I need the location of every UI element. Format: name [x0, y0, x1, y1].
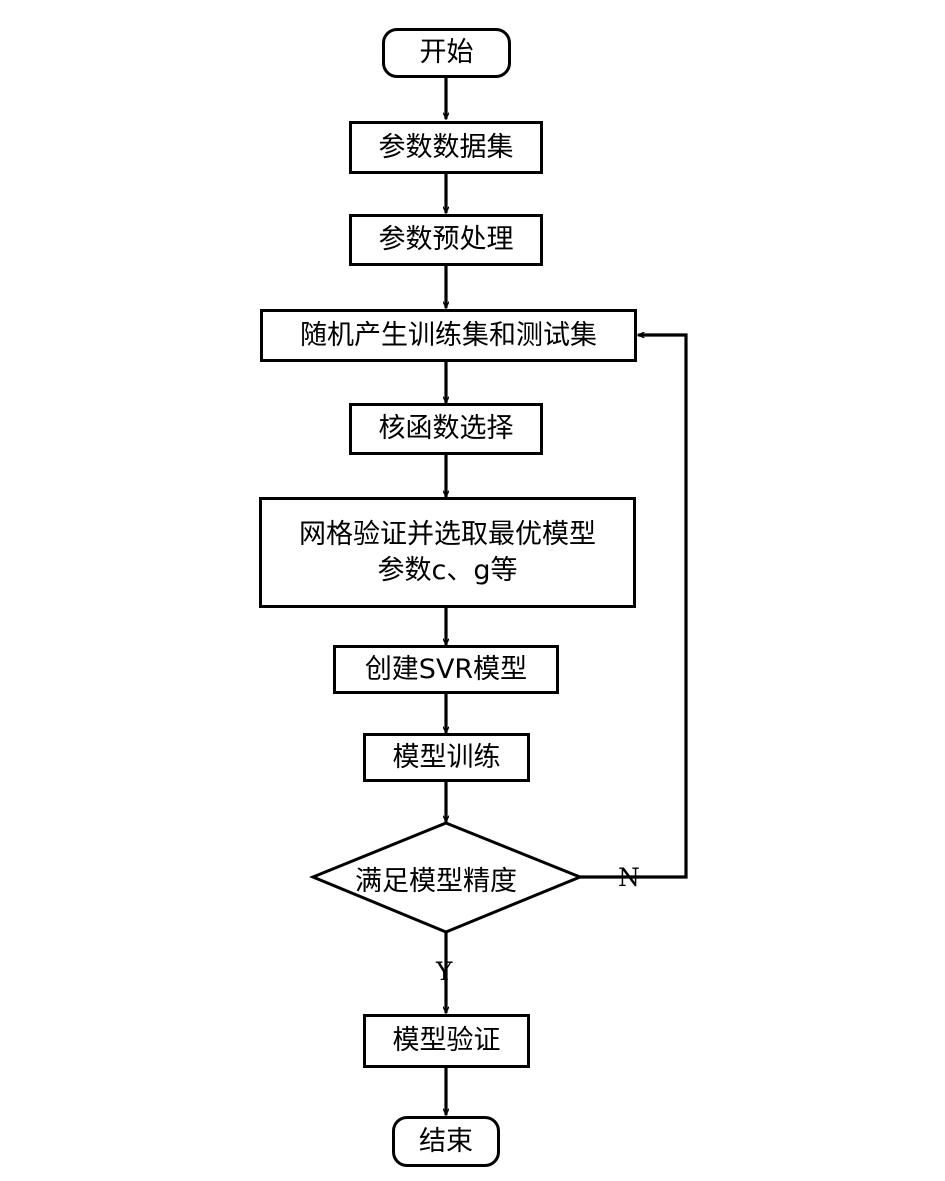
start-node: 开始 [382, 28, 511, 78]
validate-label: 模型验证 [392, 1025, 501, 1056]
split-node: 随机产生训练集和测试集 [260, 309, 637, 362]
decision-label: 满足模型精度 [355, 866, 517, 897]
yes-branch-label: Y [436, 957, 453, 986]
validate-node: 模型验证 [363, 1014, 530, 1068]
decision-diamond [309, 821, 584, 934]
split-label: 随机产生训练集和测试集 [300, 319, 597, 351]
arrow-no-loop-back [578, 335, 688, 879]
kernel-node: 核函数选择 [349, 403, 543, 455]
grid-search-node: 网格验证并选取最优模型 参数c、g等 [259, 497, 636, 608]
grid-search-label-line1: 网格验证并选取最优模型 [299, 518, 596, 550]
create-model-label: 创建SVR模型 [364, 653, 528, 685]
dataset-node: 参数数据集 [349, 121, 543, 174]
end-label: 结束 [419, 1125, 473, 1157]
preprocess-label: 参数预处理 [378, 224, 514, 255]
dataset-label: 参数数据集 [378, 131, 514, 163]
end-node: 结束 [392, 1116, 500, 1167]
grid-search-label-line2: 参数c、g等 [377, 554, 518, 586]
start-label: 开始 [419, 37, 474, 68]
train-node: 模型训练 [363, 733, 530, 782]
train-label: 模型训练 [392, 741, 501, 773]
no-branch-label: N [618, 863, 640, 892]
kernel-label: 核函数选择 [378, 413, 514, 444]
preprocess-node: 参数预处理 [349, 214, 543, 266]
create-model-node: 创建SVR模型 [333, 645, 559, 694]
